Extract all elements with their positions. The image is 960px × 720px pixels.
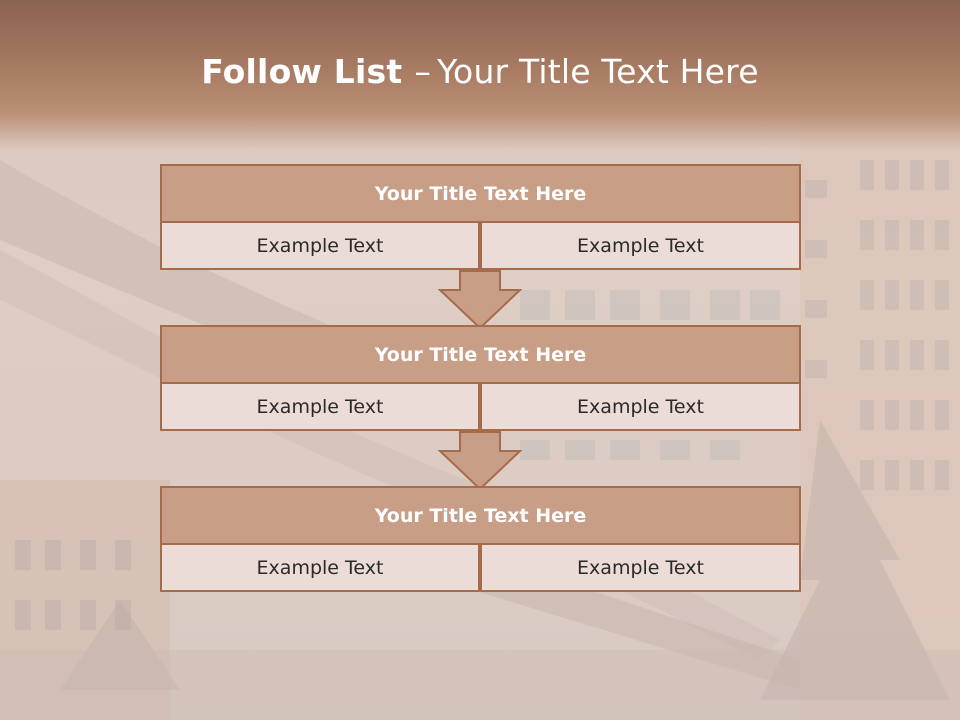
slide-title: Follow List–Your Title Text Here: [0, 52, 960, 91]
block-title: Your Title Text Here: [160, 164, 801, 223]
block-left-text: Example Text: [160, 382, 480, 431]
title-separator: –: [414, 52, 432, 91]
title-rest: Your Title Text Here: [437, 52, 759, 91]
block-left-text: Example Text: [160, 221, 480, 270]
block-right-text: Example Text: [480, 543, 801, 592]
down-arrow-icon: [438, 431, 522, 491]
title-bold: Follow List: [201, 52, 403, 91]
block-title: Your Title Text Here: [160, 325, 801, 384]
block-title: Your Title Text Here: [160, 486, 801, 545]
block-left-text: Example Text: [160, 543, 480, 592]
list-block-1: Your Title Text Here Example Text Exampl…: [160, 164, 801, 270]
title-band: [0, 0, 960, 150]
block-right-text: Example Text: [480, 221, 801, 270]
block-right-text: Example Text: [480, 382, 801, 431]
list-block-2: Your Title Text Here Example Text Exampl…: [160, 325, 801, 431]
list-block-3: Your Title Text Here Example Text Exampl…: [160, 486, 801, 592]
down-arrow-icon: [438, 270, 522, 330]
